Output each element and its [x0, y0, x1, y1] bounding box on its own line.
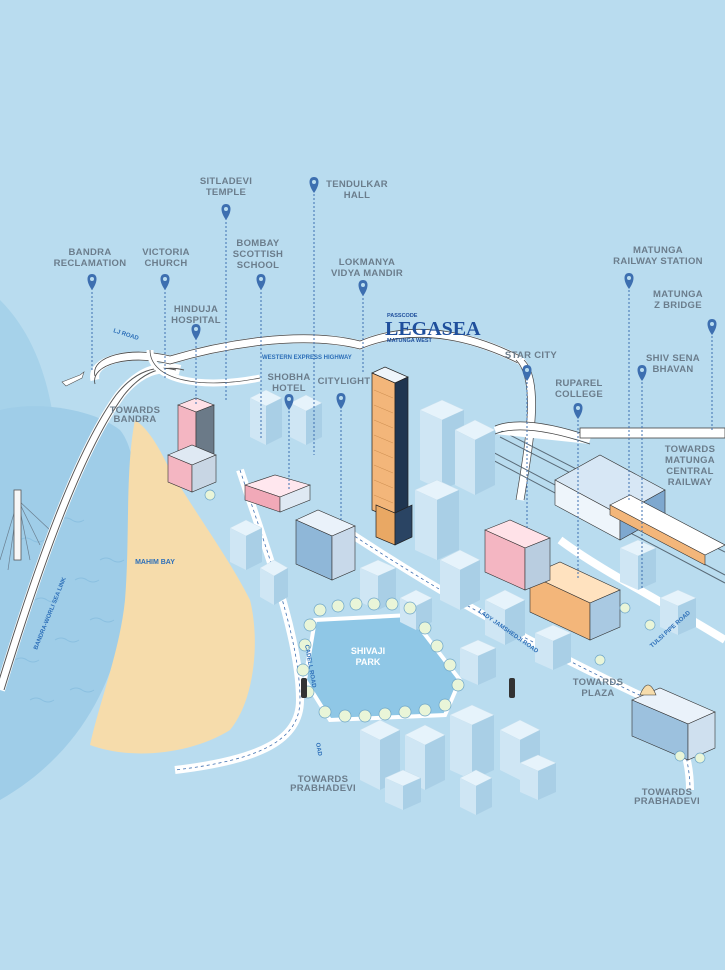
pin-icon [284, 394, 294, 410]
traffic-signal-icon [301, 678, 515, 698]
brand-prefix: PASSCODE [387, 313, 418, 319]
pin-icon [309, 177, 319, 193]
sea-link-bridge [0, 363, 182, 692]
shivaji-park-ground [302, 612, 463, 723]
pin-icon [624, 273, 634, 289]
sea-waves [14, 517, 125, 703]
pin-icon [637, 365, 647, 381]
label-lj-road: LJ ROAD [112, 328, 140, 342]
beach [90, 420, 255, 754]
landmark-pins [91, 190, 713, 590]
label-cadell-road-fragment: OAD [314, 742, 322, 757]
city-buildings [229, 389, 697, 815]
sea-water [0, 406, 137, 800]
pin-icon [573, 403, 583, 419]
label-star-city: STAR CITY [505, 350, 557, 361]
legasea-logo: PASSCODE LEGASEA MATUNGA WEST [385, 313, 481, 344]
hinduja-hospital-building [167, 397, 217, 493]
park-trees [204, 489, 706, 764]
brand-name: LEGASEA [385, 318, 481, 340]
brand-location: MATUNGA WEST [387, 338, 433, 344]
z-bridge [493, 421, 725, 445]
pin-icon [707, 319, 717, 335]
pin-icon [256, 274, 266, 290]
pin-icon [87, 274, 97, 290]
pin-icons [87, 177, 717, 419]
shobha-hotel-building [244, 474, 311, 513]
airplane-icon [61, 371, 85, 387]
pin-icon [522, 365, 532, 381]
pin-icon [160, 274, 170, 290]
label-western-express-highway: WESTERN EXPRESS HIGHWAY [262, 355, 352, 361]
plaza-building [631, 684, 716, 761]
ruparel-college-building [529, 561, 621, 641]
sea-link-pylon [13, 489, 22, 561]
citylight-building [295, 509, 356, 581]
label-mahim-bay: MAHIM BAY [135, 559, 175, 566]
pin-icon [358, 280, 368, 296]
pin-icon [336, 393, 346, 409]
pin-icon [221, 204, 231, 220]
star-city-building [484, 519, 551, 591]
legasea-tower [371, 366, 413, 546]
train [609, 494, 725, 566]
label-citylight: CITYLIGHT [318, 376, 371, 387]
pin-icon [191, 324, 201, 340]
